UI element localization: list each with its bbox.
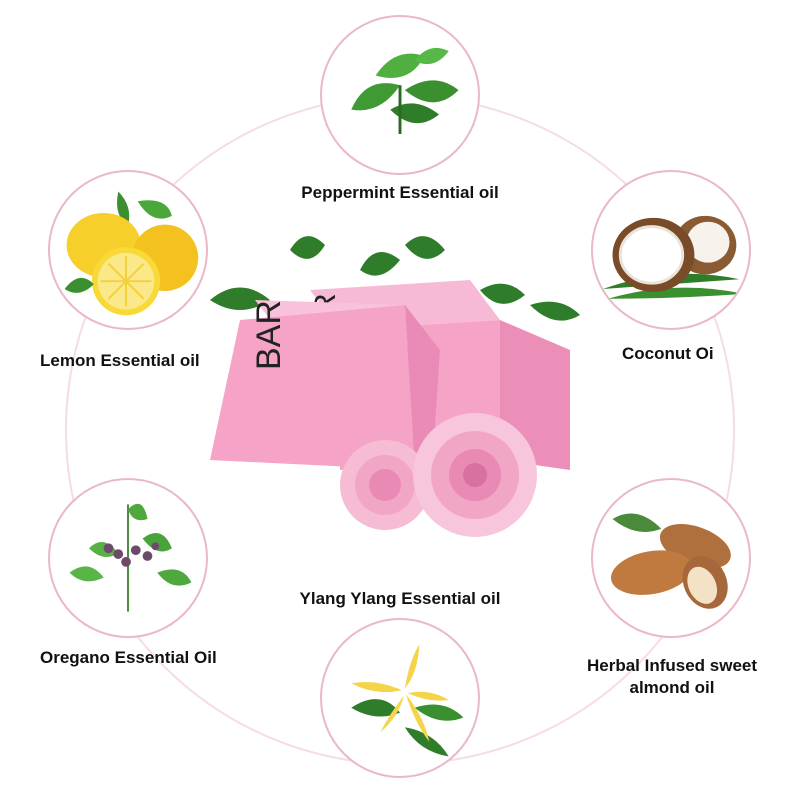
rose-flowers bbox=[340, 413, 537, 537]
almond-icon bbox=[611, 513, 731, 609]
ylang-ylang-bubble bbox=[320, 618, 480, 778]
soap-product-image: R BAR bbox=[200, 220, 600, 570]
coconut-icon bbox=[602, 215, 745, 299]
ingredient-label-almond: Herbal Infused sweet almond oil bbox=[586, 656, 758, 697]
peppermint-bubble bbox=[320, 15, 480, 175]
oregano-bubble bbox=[48, 478, 208, 638]
lemon-icon bbox=[64, 191, 199, 316]
ingredient-label-peppermint: Peppermint Essential oil bbox=[301, 183, 499, 202]
coconut-bubble bbox=[591, 170, 751, 330]
oregano-icon bbox=[69, 503, 192, 612]
ingredient-label-oregano: Oregano Essential Oil bbox=[40, 648, 217, 667]
peppermint-leaves-icon bbox=[351, 47, 459, 134]
soap-front-text: BAR bbox=[250, 300, 288, 370]
ylang-ylang-flower-icon bbox=[351, 644, 464, 757]
decorative-leaves bbox=[210, 236, 580, 321]
soap-bar-front: BAR bbox=[210, 300, 440, 500]
lemon-bubble bbox=[48, 170, 208, 330]
ingredient-label-coconut: Coconut Oi bbox=[622, 344, 714, 363]
ingredient-label-lemon: Lemon Essential oil bbox=[40, 351, 200, 370]
ingredient-label-ylang-ylang: Ylang Ylang Essential oil bbox=[299, 589, 501, 608]
almond-bubble bbox=[591, 478, 751, 638]
